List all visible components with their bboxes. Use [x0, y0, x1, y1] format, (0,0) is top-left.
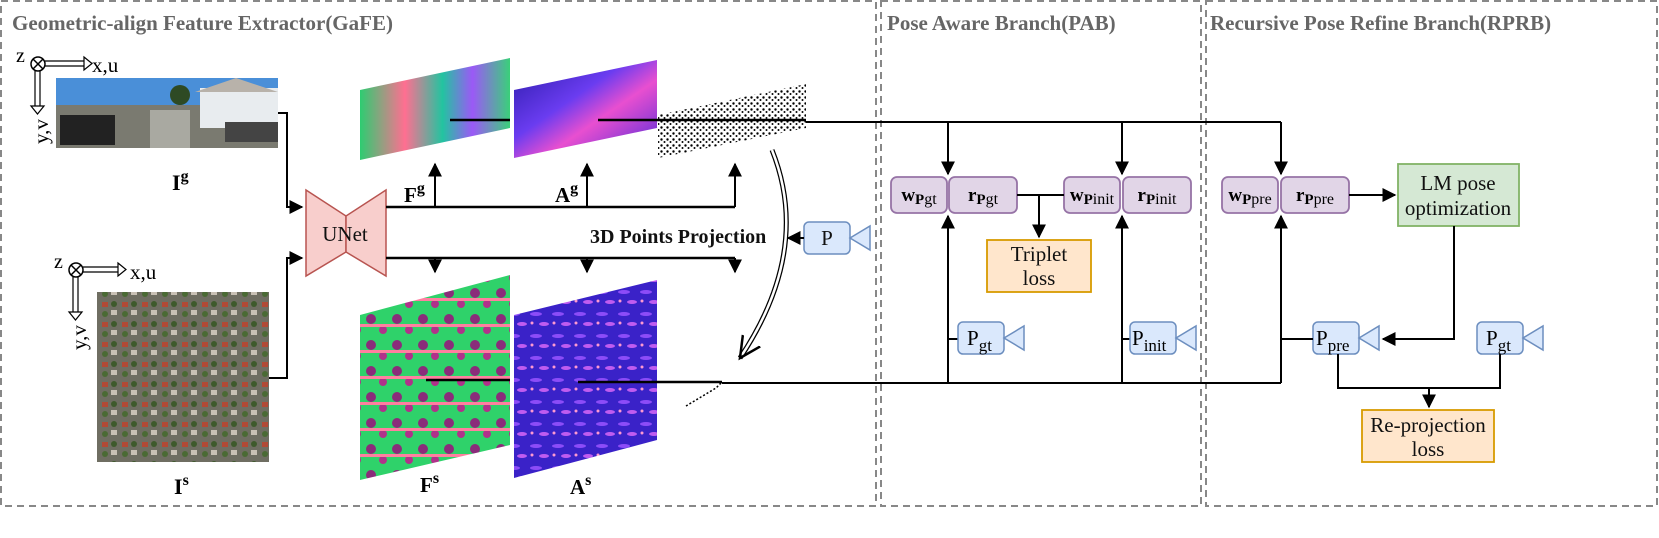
node-lm-optimization	[1397, 163, 1520, 227]
camera-pinit-label: Pinit	[1132, 326, 1167, 355]
sat-axis-yv: y,v	[67, 325, 91, 350]
as-label: As	[570, 472, 591, 499]
ground-axis-z: z	[16, 45, 25, 67]
projection-arrow	[740, 149, 788, 358]
camera-pgt-rprb-label: Pgt	[1486, 326, 1511, 355]
sat-point-cloud	[685, 381, 723, 407]
ground-axis-xu: x,u	[92, 53, 119, 77]
fs-label: Fs	[420, 470, 439, 497]
unet-block	[305, 188, 387, 278]
sat-attention-map	[514, 280, 657, 478]
camera-pgt-pab-icon	[957, 321, 1025, 355]
panel-title-pab: Pose Aware Branch(PAB)	[887, 11, 1116, 35]
triplet-line1: Triplet	[1011, 242, 1068, 266]
satellite-image	[97, 292, 269, 462]
camera-ppre-label: Ppre	[1316, 326, 1349, 355]
reproj-line2: loss	[1412, 437, 1445, 461]
edge-ground-to-unet	[278, 112, 304, 214]
wpinit-label: wPinit	[1070, 185, 1115, 208]
camera-p-icon	[803, 221, 871, 255]
sat-axes-icon	[67, 261, 127, 321]
ground-image	[56, 78, 278, 148]
camera-ppre-icon	[1312, 321, 1380, 355]
reproj-line1: Re-projection	[1370, 413, 1486, 437]
ag-label: Ag	[555, 180, 578, 207]
node-wpgt	[890, 176, 948, 214]
sat-image-label: Is	[174, 472, 189, 499]
node-wppre	[1221, 176, 1279, 214]
camera-p-label: P	[821, 226, 833, 250]
sat-feature-map	[360, 275, 510, 480]
panel-title-rprb: Recursive Pose Refine Branch(RPRB)	[1210, 11, 1551, 35]
ground-axes-icon	[29, 55, 93, 115]
node-rpinit	[1122, 176, 1192, 214]
edge-cams-to-reproj	[1337, 354, 1501, 389]
triplet-line2: loss	[1023, 266, 1056, 290]
ground-axis-yv: y,v	[29, 119, 53, 144]
projection-label: 3D Points Projection	[590, 226, 766, 248]
camera-pinit-icon	[1129, 321, 1197, 355]
wppre-label: wPpre	[1228, 185, 1271, 208]
panel-gafe	[0, 0, 877, 507]
node-reprojection-loss	[1361, 409, 1495, 463]
unet-label: UNet	[322, 222, 368, 246]
rpinit-label: rPinit	[1138, 185, 1178, 208]
rpgt-label: rPgt	[968, 185, 999, 208]
edge-lm-to-ppre	[1381, 226, 1455, 346]
wpgt-label: wPgt	[901, 185, 937, 208]
lm-line2: optimization	[1405, 196, 1512, 220]
sat-axis-xu: x,u	[130, 260, 157, 284]
fg-label: Fg	[404, 180, 425, 207]
edge-sat-to-unet	[269, 251, 304, 379]
node-triplet-loss	[986, 239, 1092, 293]
ground-feature-map	[360, 58, 510, 160]
lm-line1: LM pose	[1420, 171, 1495, 195]
panel-rprb	[1205, 0, 1658, 507]
sat-axis-z: z	[54, 251, 63, 273]
panel-pab	[880, 0, 1202, 507]
camera-pgt-rprb-icon	[1476, 321, 1544, 355]
rppre-label: rPpre	[1296, 185, 1334, 208]
camera-pgt-pab-label: Pgt	[967, 326, 992, 355]
ground-attention-map	[514, 60, 657, 158]
ground-image-label: Ig	[172, 168, 189, 195]
panel-title-gafe: Geometric-align Feature Extractor(GaFE)	[12, 11, 393, 35]
